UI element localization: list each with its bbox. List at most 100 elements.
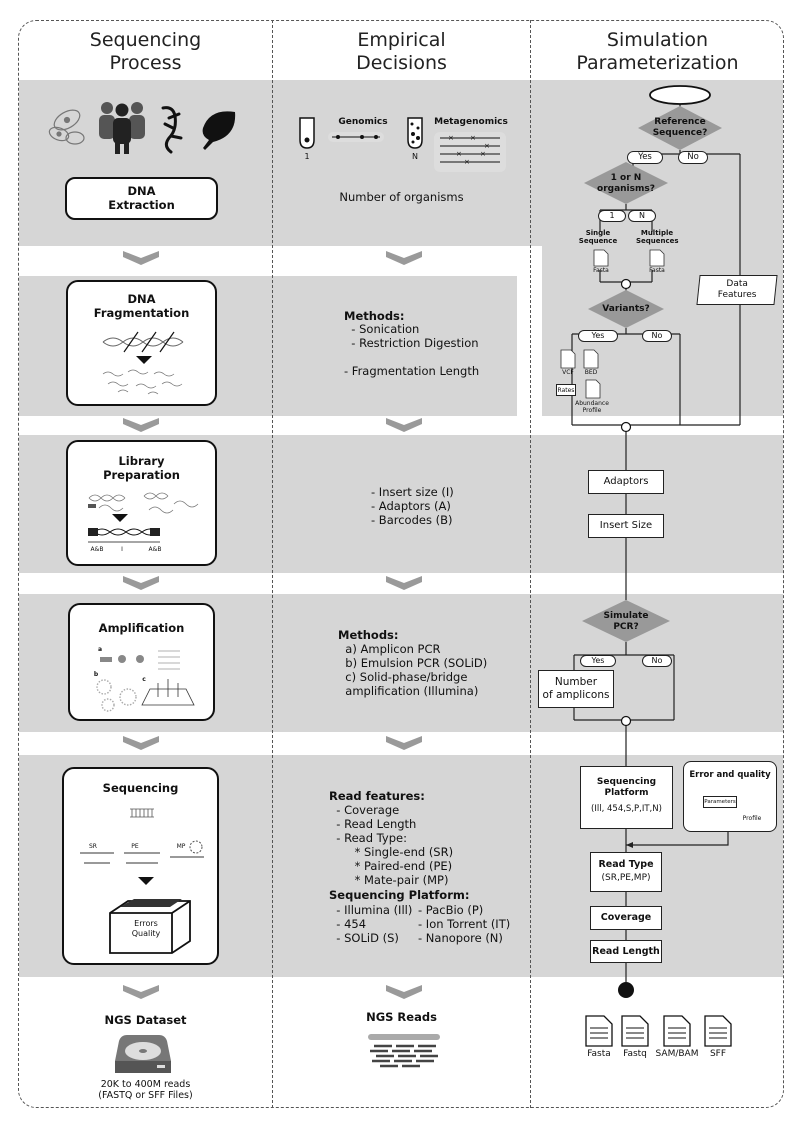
seq-label-mp: MP xyxy=(176,843,186,850)
read-type-box: Read Type (SR,PE,MP) xyxy=(590,852,662,892)
adaptors-box: Adaptors xyxy=(588,470,664,494)
chevron-icon xyxy=(386,736,422,750)
merge-circle xyxy=(620,715,632,727)
adaptors-label: Adaptors xyxy=(603,476,649,487)
svg-text:×: × xyxy=(448,134,454,142)
chevron-icon xyxy=(123,736,159,750)
platform-codes-label: (Ill, 454,S,P,IT,N) xyxy=(591,804,662,814)
amp-label-b: b xyxy=(93,671,99,678)
header-simulation-parameterization: Simulation Parameterization xyxy=(576,29,739,74)
number-of-amplicons-box: Number of amplicons xyxy=(538,670,614,708)
ngs-reads-label: NGS Reads xyxy=(366,1010,437,1024)
sequencing-box: Sequencing Errors Quality SR PE MP xyxy=(62,767,219,965)
data-features-box: Data Features xyxy=(696,275,778,305)
sequencing-reads-icon xyxy=(80,808,204,954)
merge-circle xyxy=(620,421,632,433)
coverage-box: Coverage xyxy=(590,906,662,930)
reference-no: No xyxy=(678,151,708,164)
coverage-label: Coverage xyxy=(600,912,652,923)
dna-fragmentation-box: DNA Fragmentation xyxy=(66,280,217,406)
reads-stack-icon xyxy=(368,1034,440,1068)
dna-fragmentation-label: DNA Fragmentation xyxy=(93,292,190,320)
organism-icons xyxy=(48,102,236,154)
dna-extraction-label: DNA Extraction xyxy=(108,184,175,212)
hard-drive-icon xyxy=(115,1035,171,1073)
arrowhead-icon xyxy=(626,842,633,848)
amp-label-a: a xyxy=(97,646,103,653)
error-quality-label: Error and quality xyxy=(689,770,771,780)
file-icon xyxy=(560,349,576,369)
variants-question: Variants? xyxy=(602,304,650,314)
platform-title: Sequencing Platform: xyxy=(329,888,470,902)
dna-fragments-icon xyxy=(102,331,184,395)
output-sambam-label: SAM/BAM xyxy=(655,1049,699,1059)
svg-text:×: × xyxy=(480,150,486,158)
read-length-box: Read Length xyxy=(590,940,662,963)
multiple-sequences-label: Multiple Sequences xyxy=(636,229,679,245)
amplification-icon xyxy=(96,650,195,712)
chevron-icon xyxy=(386,418,422,432)
profile-label: Profile xyxy=(742,815,762,822)
file-icon xyxy=(583,349,599,369)
library-params-list: - Insert size (I) - Adaptors (A) - Barco… xyxy=(371,485,454,527)
library-label-ab-right: A&B xyxy=(148,546,162,553)
leaf-icon xyxy=(202,111,236,150)
parameters-box: Parameters xyxy=(703,796,737,808)
single-fasta-label: Fasta xyxy=(593,267,609,274)
sequencing-platform-box: Sequencing Platform (Ill, 454,S,P,IT,N) xyxy=(580,766,673,829)
genomics-icons: ×××××× xyxy=(299,117,506,172)
file-icon xyxy=(585,1015,613,1047)
start-terminal xyxy=(649,85,711,105)
outer-frame xyxy=(18,20,784,1108)
library-label-i: I xyxy=(121,546,123,553)
svg-text:×: × xyxy=(456,150,462,158)
amp-methods-list: a) Amplicon PCR b) Emulsion PCR (SOLiD) … xyxy=(345,642,488,698)
variants-no: No xyxy=(642,330,672,342)
svg-text:×: × xyxy=(484,142,490,150)
file-icon xyxy=(663,1015,691,1047)
organisms-opt-1: 1 xyxy=(598,210,626,222)
variants-diamond xyxy=(588,290,664,328)
abundance-profile-label: Abundance Profile xyxy=(575,400,609,414)
insert-size-box: Insert Size xyxy=(588,514,664,538)
merge-circle xyxy=(620,278,632,290)
sequencing-label: Sequencing xyxy=(102,781,179,795)
file-icon xyxy=(704,1015,732,1047)
chevron-icon xyxy=(123,576,159,590)
data-features-label: Data Features xyxy=(717,279,757,300)
chevron-icon xyxy=(386,576,422,590)
seq-label-sr: SR xyxy=(89,843,97,850)
platforms-right: - PacBio (P) - Ion Torrent (IT) - Nanopo… xyxy=(418,903,511,945)
frag-methods-list: - Sonication - Restriction Digestion - F… xyxy=(344,322,480,378)
amp-label-c: c xyxy=(142,676,146,683)
ngs-dataset-label: NGS Dataset xyxy=(104,1013,187,1027)
cells-icon xyxy=(48,109,85,145)
reference-yes: Yes xyxy=(627,151,663,164)
output-fasta-label: Fasta xyxy=(587,1049,611,1059)
end-terminal xyxy=(618,982,634,998)
library-dna-icon xyxy=(88,492,199,543)
file-icon xyxy=(593,249,609,267)
pcr-yes: Yes xyxy=(580,655,616,667)
svg-text:×: × xyxy=(464,158,470,166)
sequencing-platform-label: Sequencing Platform xyxy=(596,777,657,798)
svg-text:×: × xyxy=(470,134,476,142)
output-sff-label: SFF xyxy=(709,1049,727,1059)
vcf-label: VCF xyxy=(562,369,574,376)
tube-1-label: 1 xyxy=(304,152,310,161)
amplification-label: Amplification xyxy=(98,621,185,635)
seq-label-pe: PE xyxy=(131,843,139,850)
column-divider-2 xyxy=(530,20,531,1108)
library-label-ab-left: A&B xyxy=(90,546,104,553)
rates-label: Rates xyxy=(557,386,575,394)
chevron-icon xyxy=(386,985,422,999)
read-type-label: Read Type xyxy=(598,859,654,870)
organisms-diamond xyxy=(584,162,668,204)
read-length-label: Read Length xyxy=(592,946,660,957)
organisms-opt-n: N xyxy=(628,210,656,222)
file-icon xyxy=(585,379,601,399)
read-type-codes: (SR,PE,MP) xyxy=(601,873,651,883)
pcr-no: No xyxy=(642,655,672,667)
variants-yes: Yes xyxy=(578,330,618,342)
tube-icon xyxy=(299,117,315,149)
